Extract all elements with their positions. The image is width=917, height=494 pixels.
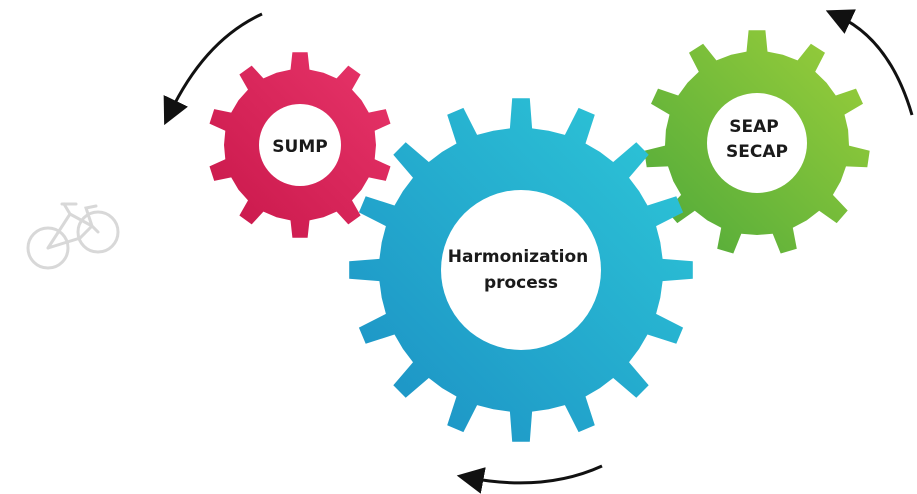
gear-seap-hub: [707, 93, 807, 193]
gear-sump-line-1: SUMP: [272, 137, 327, 157]
gear-seap-line-2: SECAP: [726, 142, 788, 162]
gear-harmonization-hub: [441, 190, 601, 350]
gear-harmonization-label: Harmonization process: [448, 247, 594, 293]
gear-seap-label: SEAP SECAP: [726, 117, 788, 162]
rotation-arrow-bottom-icon: [456, 464, 603, 494]
gear-harmonization-line-1: Harmonization: [448, 247, 589, 267]
gear-seap-line-1: SEAP: [729, 117, 778, 137]
rotation-arrow-left-icon: [163, 12, 263, 126]
gear-seap: SEAP SECAP: [644, 30, 870, 254]
rotation-arrow-right-icon: [825, 9, 914, 116]
bicycle-icon: [26, 202, 120, 270]
gear-sump-hub: [259, 104, 341, 186]
gear-sump-label: SUMP: [272, 137, 327, 157]
gear-harmonization: Harmonization process: [349, 98, 693, 442]
gear-sump: SUMP: [209, 52, 391, 238]
gear-harmonization-line-2: process: [484, 273, 558, 293]
